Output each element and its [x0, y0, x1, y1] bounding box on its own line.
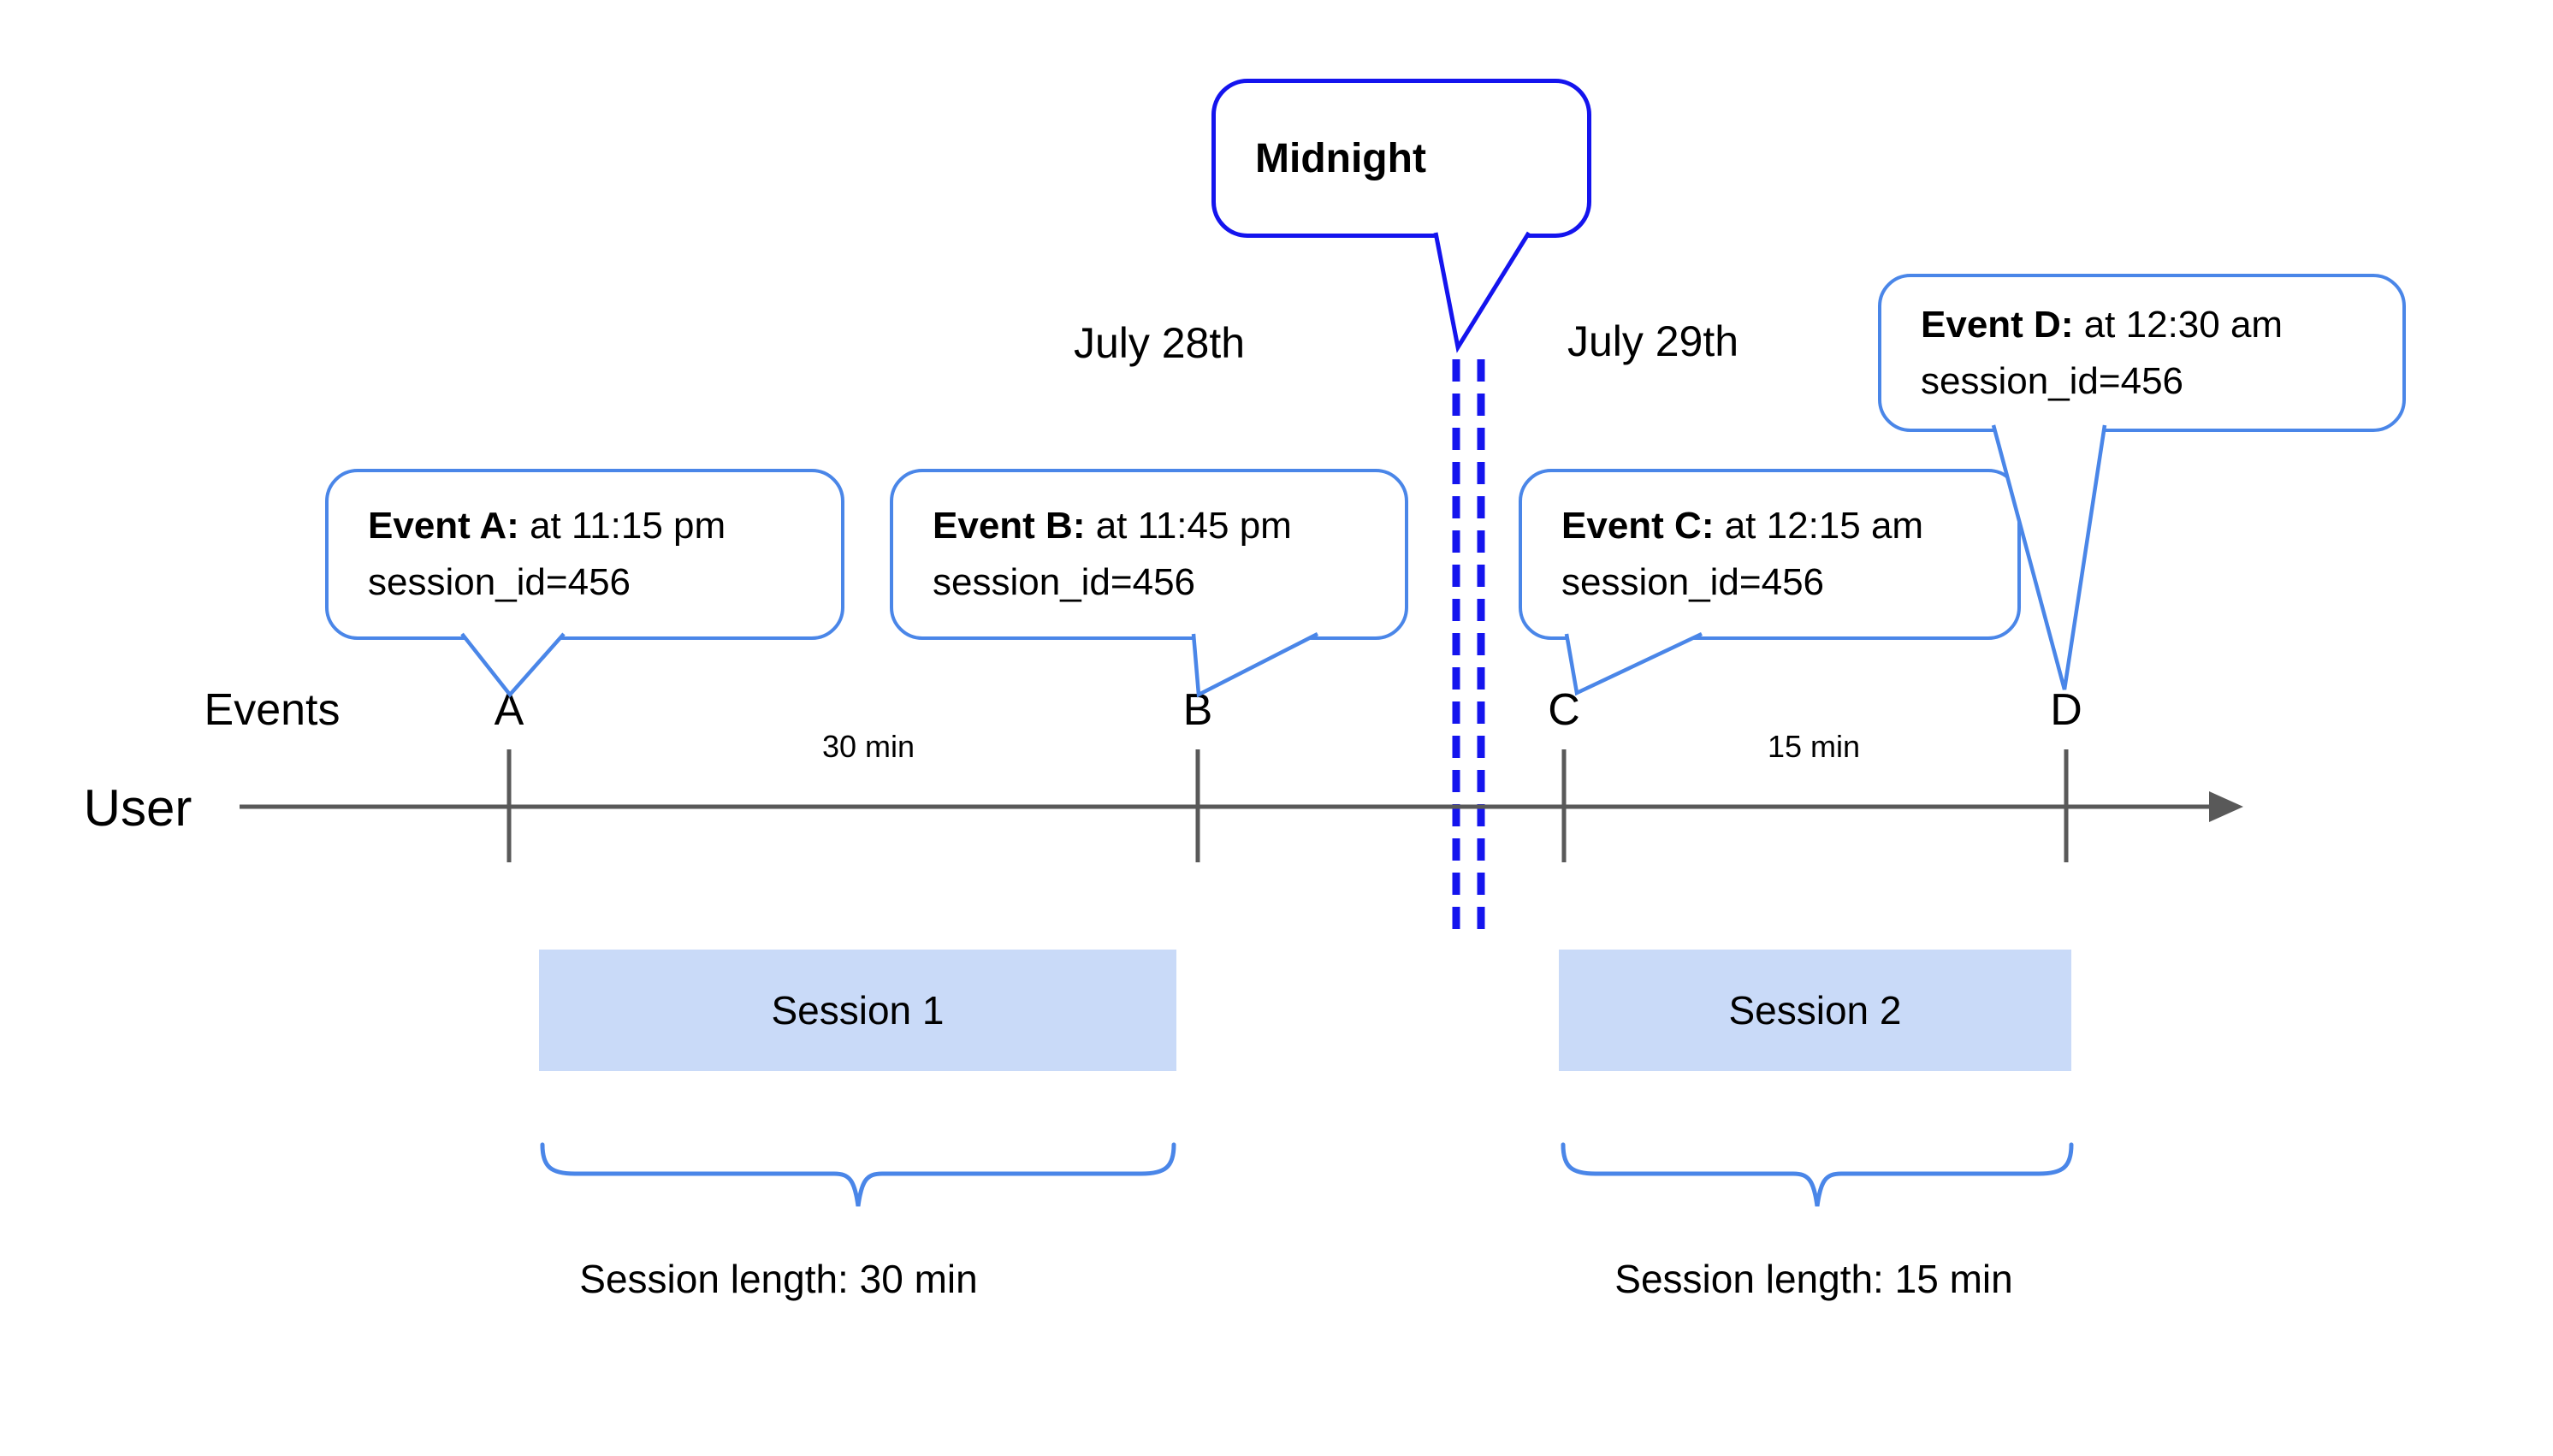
event-c-session-id: session_id=456: [1561, 561, 1825, 603]
session-1-label: Session 1: [771, 988, 945, 1033]
date-label-july-29: July 29th: [1567, 317, 1739, 365]
event-b-time: at 11:45 pm: [1085, 505, 1292, 547]
session-2-label: Session 2: [1728, 988, 1902, 1033]
event-d-session-id: session_id=456: [1921, 359, 2184, 402]
session-1-length-label: Session length: 30 min: [579, 1257, 978, 1301]
event-b-session-id: session_id=456: [933, 561, 1196, 603]
event-c-callout-tail: [1564, 631, 1703, 696]
event-b-callout: Event B: at 11:45 pm session_id=456: [890, 469, 1408, 640]
tick-label-a: A: [494, 685, 524, 735]
event-d-time: at 12:30 am: [2073, 303, 2283, 346]
date-label-july-28: July 28th: [1073, 319, 1246, 367]
midnight-callout: Midnight: [1211, 79, 1591, 238]
tick-label-b: B: [1182, 685, 1213, 735]
event-c-line1: Event C: at 12:15 am: [1561, 498, 2017, 554]
timeline-arrowhead: [2209, 791, 2243, 822]
user-axis-caption: User: [83, 779, 193, 837]
event-a-time: at 11:15 pm: [518, 505, 726, 547]
event-a-line1: Event A: at 11:15 pm: [368, 498, 841, 554]
session-2-box: Session 2: [1559, 950, 2071, 1071]
event-c-callout: Event C: at 12:15 am session_id=456: [1519, 469, 2021, 640]
event-a-session-id: session_id=456: [368, 561, 631, 603]
event-d-title: Event D:: [1921, 303, 2074, 346]
interval-cd-label: 15 min: [1767, 729, 1861, 764]
tick-label-d: D: [2050, 685, 2082, 735]
midnight-label: Midnight: [1255, 135, 1426, 181]
event-a-callout: Event A: at 11:15 pm session_id=456: [325, 469, 844, 640]
event-b-title: Event B:: [933, 505, 1086, 547]
tick-label-c: C: [1548, 685, 1580, 735]
session-2-length-label: Session length: 15 min: [1614, 1257, 2013, 1301]
event-c-title: Event C:: [1561, 505, 1715, 547]
session-1-box: Session 1: [539, 950, 1176, 1071]
event-c-time: at 12:15 am: [1714, 505, 1924, 547]
session-1-brace: [540, 1142, 1176, 1207]
event-d-line1: Event D: at 12:30 am: [1921, 297, 2402, 353]
session-2-brace: [1561, 1142, 2074, 1207]
interval-ab-label: 30 min: [821, 729, 915, 764]
event-d-callout: Event D: at 12:30 am session_id=456: [1878, 274, 2406, 432]
events-axis-caption: Events: [204, 685, 341, 735]
event-b-line1: Event B: at 11:45 pm: [933, 498, 1405, 554]
event-a-title: Event A:: [368, 505, 519, 547]
midnight-callout-tail: [1433, 231, 1531, 353]
